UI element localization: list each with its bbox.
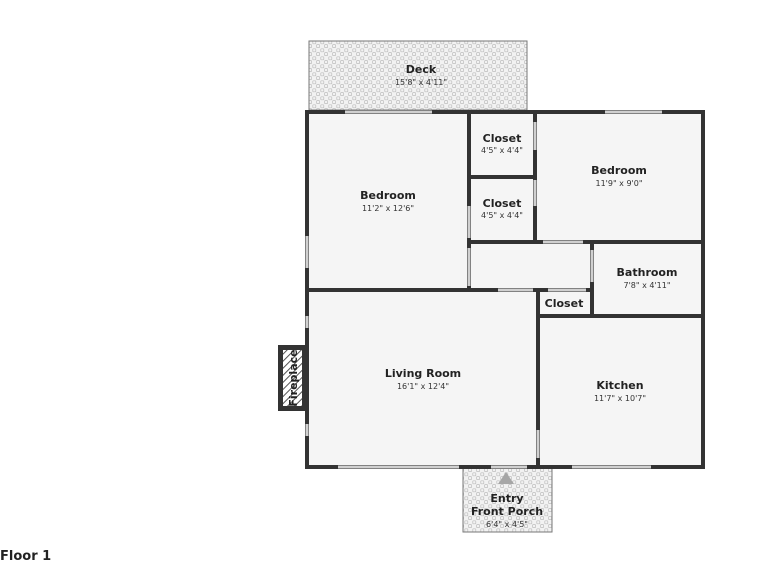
closet2-name: Closet (483, 197, 522, 210)
bathroom-name: Bathroom (617, 266, 678, 279)
room-labels: Deck 15'8" x 4'11" Bedroom 11'2" x 12'6"… (287, 63, 677, 529)
closet2-dims: 4'5" x 4'4" (481, 211, 523, 220)
closet1-name: Closet (483, 132, 522, 145)
deck-dims: 15'8" x 4'11" (395, 78, 447, 87)
deck (308, 40, 528, 111)
entry-arrow-icon (498, 472, 514, 484)
porch-dims: 6'4" x 4'5" (486, 520, 528, 529)
fireplace-label: Fireplace (287, 349, 300, 406)
bedroom1-name: Bedroom (360, 189, 416, 202)
bathroom-dims: 7'8" x 4'11" (623, 281, 670, 290)
closet3-name: Closet (545, 297, 584, 310)
porch-name-1: Entry (490, 492, 523, 505)
bedroom1-dims: 11'2" x 12'6" (362, 204, 414, 213)
fireplace (278, 345, 307, 411)
kitchen-name: Kitchen (596, 379, 643, 392)
floor-label: Floor 1 (0, 549, 52, 564)
closet1-dims: 4'5" x 4'4" (481, 146, 523, 155)
living-room-dims: 16'1" x 12'4" (397, 382, 449, 391)
bedroom2-name: Bedroom (591, 164, 647, 177)
porch-name-2: Front Porch (471, 505, 543, 518)
living-room-name: Living Room (385, 367, 461, 380)
bedroom2-dims: 11'9" x 9'0" (595, 179, 642, 188)
kitchen-dims: 11'7" x 10'7" (594, 394, 646, 403)
openings (305, 110, 662, 469)
deck-name: Deck (406, 63, 437, 76)
front-porch (462, 467, 553, 533)
